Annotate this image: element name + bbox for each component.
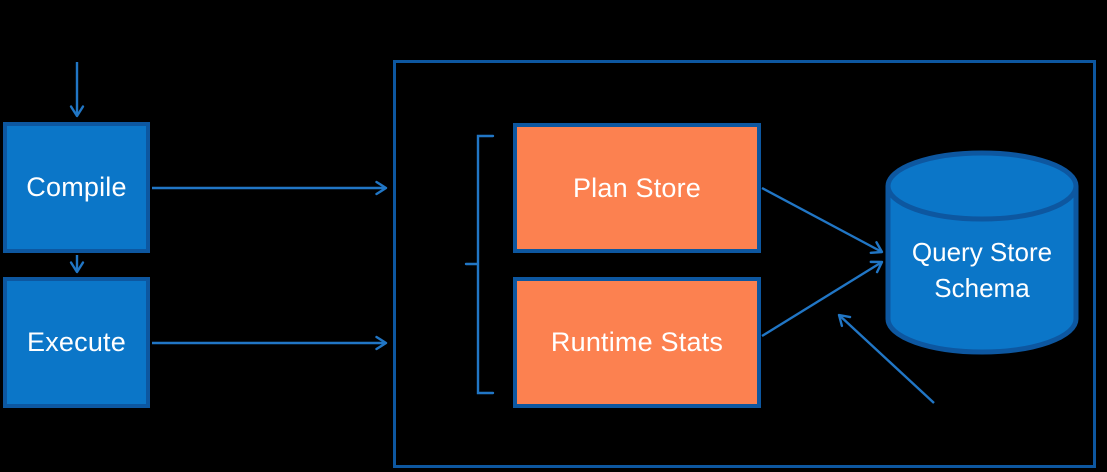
node-query-store-schema-label: Query Store Schema [888, 234, 1076, 306]
node-execute: Execute [3, 277, 150, 408]
query-store-container-box [393, 60, 1096, 468]
node-runtime-stats: Runtime Stats [513, 277, 761, 408]
node-runtime-stats-label: Runtime Stats [550, 327, 724, 357]
node-execute-label: Execute [27, 327, 126, 357]
node-compile: Compile [3, 122, 150, 253]
query-store-schema-label-line2: Schema [934, 273, 1030, 303]
query-store-schema-label-line1: Query Store [911, 237, 1053, 267]
node-plan-store-label: Plan Store [572, 172, 702, 203]
node-compile-label: Compile [26, 172, 127, 202]
node-plan-store: Plan Store [513, 123, 761, 253]
